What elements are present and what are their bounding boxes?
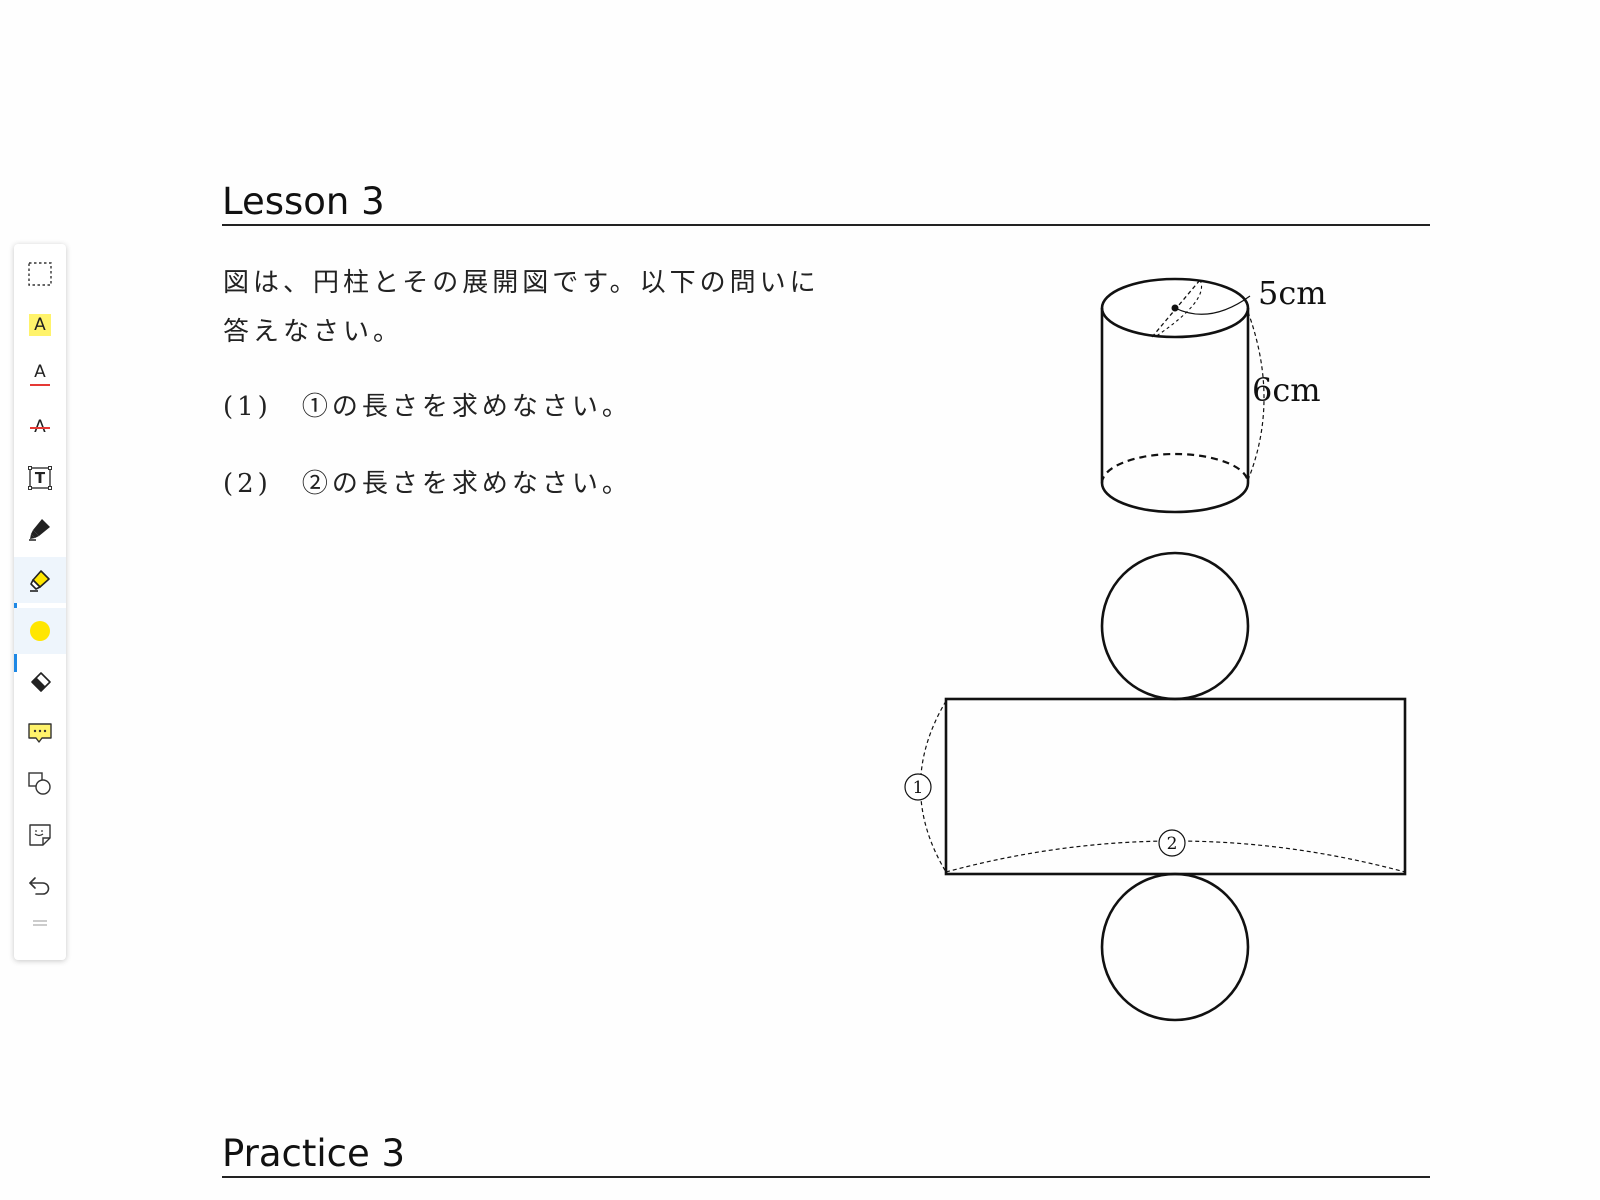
practice-heading-text: Practice 3 [222,1132,406,1175]
question-2: (2) ②の長さを求めなさい。 [223,469,632,499]
highlight-color-button[interactable] [14,608,66,654]
eraser-tool-button[interactable] [14,659,66,705]
radius-label: 5cm [1258,274,1327,312]
circled-label-2-text: 2 [1167,834,1178,854]
cylinder-figure [1100,277,1265,514]
underline-text-tool-button[interactable]: A [14,353,66,399]
select-tool-button[interactable] [14,251,66,297]
text-box-icon: T [28,466,52,490]
underline-text-icon: A [29,364,51,388]
undo-icon [29,877,50,895]
sticky-note-icon [29,824,51,846]
dashed-rect-select-icon [28,262,52,286]
lesson-heading: Lesson 3 [222,180,1430,226]
text-box-tool-button[interactable]: T [14,455,66,501]
eraser-icon [31,672,51,692]
practice-heading: Practice 3 [222,1132,1430,1178]
intro-line-1: 図は、円柱とその展開図です。以下の問いに [223,268,820,298]
lesson-heading-rule [222,224,1430,226]
color-dot-icon [30,621,50,641]
strikethrough-text-letter: A [34,418,46,436]
practice-heading-rule [222,1176,1430,1178]
toolbar-drag-handle[interactable] [14,910,66,936]
net-bottom-circle [1100,872,1250,1022]
highlighter-icon [30,570,50,592]
sticky-note-tool-button[interactable] [14,812,66,858]
pen-icon [29,519,50,541]
circled-label-1-text: 1 [913,778,924,798]
strikethrough-text-tool-button[interactable]: A [14,404,66,450]
highlighter-tool-button[interactable] [14,557,66,603]
circled-label-1: 1 [904,773,932,801]
underline-text-letter: A [34,362,46,382]
comment-icon [28,723,52,743]
highlight-text-letter: A [34,314,46,335]
question-1: (1) ①の長さを求めなさい。 [223,392,632,422]
net-top-circle [1100,551,1250,701]
intro-line-2: 答えなさい。 [223,317,404,347]
dimension-arc-1 [919,700,947,873]
pen-tool-button[interactable] [14,506,66,552]
highlight-text-tool-button[interactable]: A [14,302,66,348]
shapes-tool-button[interactable] [14,761,66,807]
circled-label-2: 2 [1158,829,1186,857]
shapes-icon [28,772,51,795]
highlight-text-icon: A [29,314,51,336]
annotation-toolbar: A A A T [14,244,66,960]
height-label: 6cm [1252,371,1321,409]
comment-tool-button[interactable] [14,710,66,756]
strikethrough-text-icon: A [29,416,51,438]
lesson-heading-text: Lesson 3 [222,180,385,223]
text-box-letter: T [34,468,46,487]
undo-tool-button[interactable] [14,863,66,909]
drag-handle-icon [33,920,47,926]
